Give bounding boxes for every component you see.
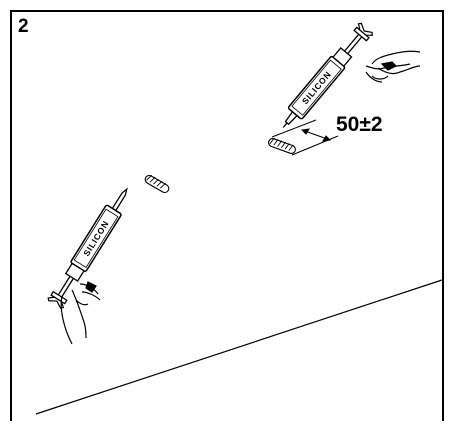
joint-line <box>35 279 443 415</box>
dimension-value: 50 <box>336 113 360 136</box>
step-number: 2 <box>18 16 29 37</box>
caulking-gun-upper: SILICON <box>282 22 373 128</box>
caulking-gun-lower: SILICON <box>47 187 128 309</box>
hand-lower <box>60 281 101 345</box>
frame-border-top <box>10 10 444 12</box>
dimension-tolerance: 2 <box>370 113 383 136</box>
sealant-bead-upper <box>268 137 296 154</box>
dimension-lines <box>271 119 339 156</box>
frame-border-left <box>10 10 12 421</box>
frame-border-right <box>442 10 444 421</box>
dimension-symbol: ± <box>359 113 371 136</box>
hand-upper <box>365 50 421 83</box>
dimension-label: 50±2 <box>336 113 383 137</box>
sealant-bead-lower <box>144 174 170 194</box>
